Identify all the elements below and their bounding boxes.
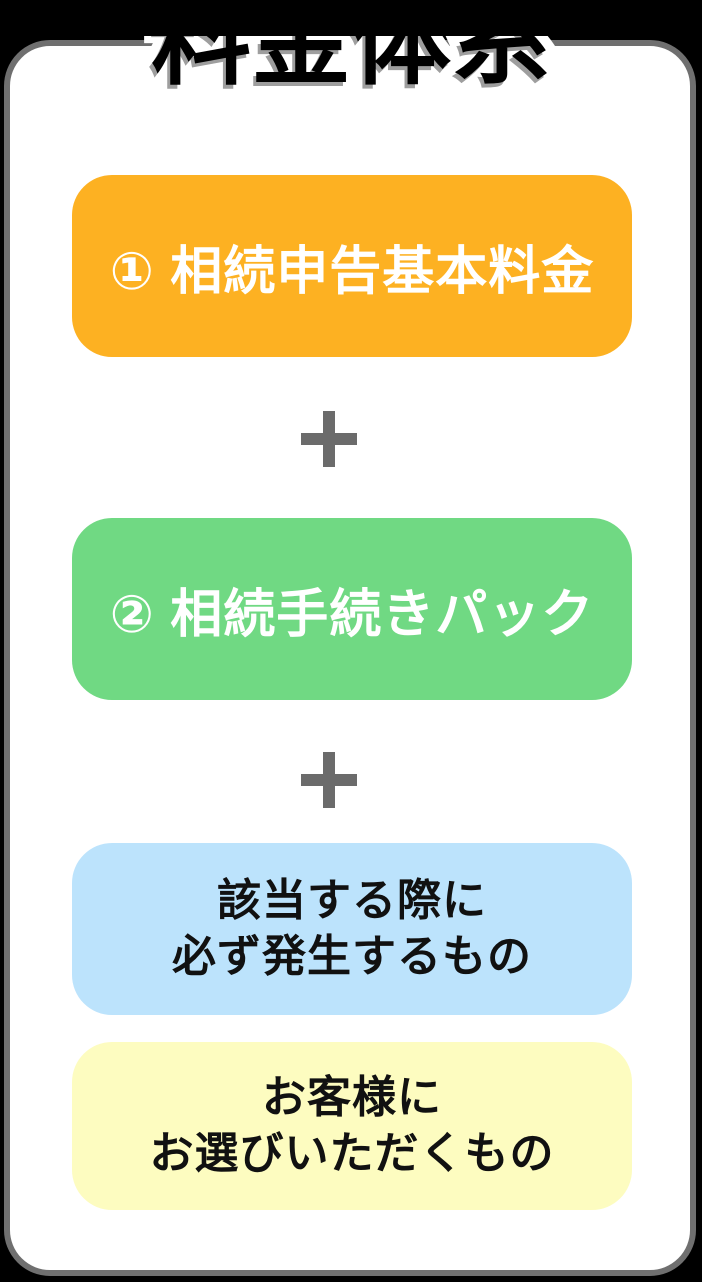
required-costs-line2: 必ず発生するもの <box>172 932 532 981</box>
step1-basic-fee-box: ① 相続申告基本料金 <box>72 175 632 357</box>
required-costs-box: 該当する際に 必ず発生するもの <box>72 843 632 1015</box>
plus-icon-vertical-bar <box>323 752 335 808</box>
step2-procedure-pack-label: ② 相続手続きパック <box>109 585 595 644</box>
plus-icon <box>301 752 357 808</box>
step2-procedure-pack-box: ② 相続手続きパック <box>72 518 632 700</box>
optional-costs-line2: お選びいただくもの <box>149 1129 555 1178</box>
plus-icon-vertical-bar <box>323 411 335 467</box>
plus-icon <box>301 411 357 467</box>
step1-basic-fee-label: ① 相続申告基本料金 <box>109 242 595 301</box>
required-costs-line1: 該当する際に <box>217 876 487 925</box>
optional-costs-box: お客様に お選びいただくもの <box>72 1042 632 1210</box>
optional-costs-line1: お客様に <box>262 1073 442 1122</box>
top-crop-bar <box>0 0 702 36</box>
